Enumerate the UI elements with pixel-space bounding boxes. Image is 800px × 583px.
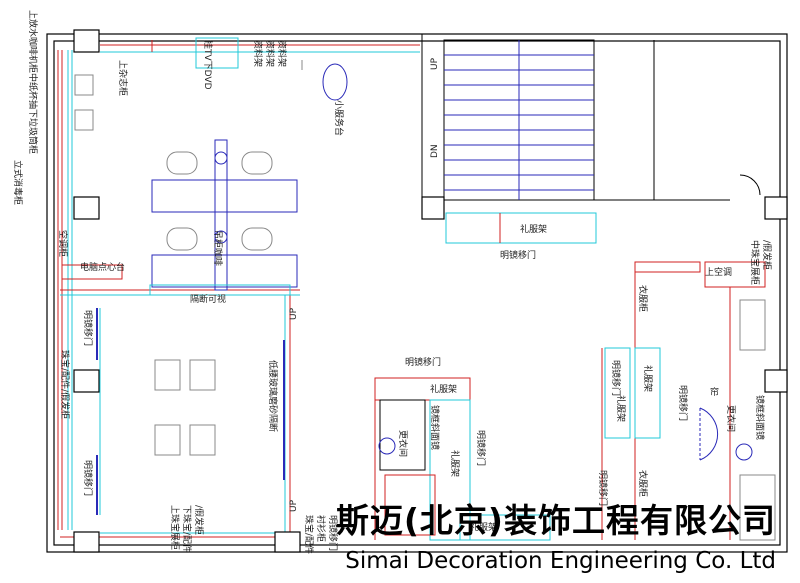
- label-stairs-up: UP: [430, 57, 440, 70]
- inner-lines: [57, 44, 420, 540]
- label-partition: 隔断可视: [190, 293, 226, 305]
- label-brochure-1: 资料架: [252, 40, 264, 67]
- label-gown-bottom: 礼服架: [470, 521, 497, 533]
- label-mirror-wall-center: 镜框斜面镜: [429, 405, 441, 450]
- label-shirt-2: 衬衫柜: [315, 515, 327, 542]
- label-fitting-center: 更衣间: [397, 430, 409, 457]
- label-clothes-cabinet: 衣服柜: [637, 285, 649, 312]
- label-mirror-door-right-2: 明镜移门: [677, 385, 689, 421]
- label-mirror-door-left: 明镜移门: [82, 460, 94, 496]
- label-cabinet-bottom-2: 下珠宝/配件: [181, 505, 193, 553]
- label-mirror-door-right-3: 明镜移门: [597, 470, 609, 506]
- label-curtain: 帘: [710, 386, 719, 398]
- label-mirror-door-top: 明镜移门: [500, 249, 536, 261]
- label-jewelry-right-3: /假发柜: [761, 240, 773, 270]
- lounge-fixtures: [61, 37, 348, 296]
- label-gown-rack-right-2: 礼服架: [642, 365, 654, 392]
- label-display-cabinet: 立式消毒柜: [12, 160, 24, 205]
- label-up-center: UP: [289, 307, 299, 320]
- label-tv-dvd: 挂TV下DVD: [202, 40, 214, 90]
- label-gown-rack-top: 礼服架: [520, 223, 547, 235]
- label-mirror-door-center-top: 明镜移门: [405, 356, 441, 368]
- stair-core: [421, 34, 761, 244]
- label-gown-rack-right-1: 礼服架: [615, 395, 627, 422]
- outer-walls: [46, 33, 788, 553]
- label-jewelry-left: 珠宝/配件/假发柜: [59, 350, 71, 419]
- label-gown-rack-center: 礼服架: [430, 383, 457, 395]
- label-glass-partition: 低腰玻璃磨砂隔断: [267, 360, 279, 432]
- label-jewelry-right-1: 中珠宝展柜: [749, 240, 761, 285]
- label-mirror-door-center: 明镜移门: [475, 430, 487, 466]
- lounge-furniture: [151, 139, 298, 291]
- jewelry-room: [96, 308, 285, 515]
- label-coffee-machine: 上放水咖啡机柜中纸杯抽下垃圾筒柜: [27, 10, 39, 154]
- company-name-cn: 斯迈(北京)装饰工程有限公司: [335, 501, 776, 540]
- label-magazine-rack: 上杂志柜: [117, 60, 129, 96]
- label-shirt-3: 明镜移门: [327, 515, 339, 551]
- label-jewelry-right-2: 上空调: [705, 266, 732, 278]
- company-name-en: Simai Decoration Engineering Co. Ltd: [345, 548, 776, 574]
- label-fitting-right: 更衣间: [725, 405, 737, 432]
- label-cabinet-bottom-1: 上珠宝展柜: [169, 505, 181, 550]
- label-small-wardrobe: 小服务台: [333, 100, 345, 136]
- label-mirror-door-right: 明镜移门: [610, 360, 622, 396]
- label-sliding-left: 衣服柜: [637, 470, 649, 497]
- center-room: [374, 377, 551, 541]
- label-brochure-3: 资料架: [276, 40, 288, 67]
- label-stairs-down: DN: [430, 144, 440, 158]
- label-shirt-1: 珠宝/配件: [303, 515, 315, 554]
- labels: 立式消毒柜 上放水咖啡机柜中纸杯抽下垃圾筒柜 上杂志柜 挂TV下DVD 资料架 …: [12, 10, 773, 554]
- label-up-bottom: UP: [289, 499, 299, 512]
- right-rooms: [601, 261, 776, 541]
- label-aircon: 空调柜: [57, 230, 69, 257]
- label-gown-rack-center-2: 礼服架: [449, 450, 461, 477]
- label-console: 吊柜咖啡: [212, 230, 224, 266]
- label-mirror-door-top-left: 明镜移门: [82, 310, 94, 346]
- label-desk: 电脑点心台: [80, 261, 125, 273]
- columns: [73, 29, 788, 553]
- label-mirror-wall-right: 镜框斜面镜: [754, 395, 766, 440]
- label-brochure-2: 资料架: [264, 40, 276, 67]
- label-cabinet-bottom-3: /假发柜: [193, 505, 205, 535]
